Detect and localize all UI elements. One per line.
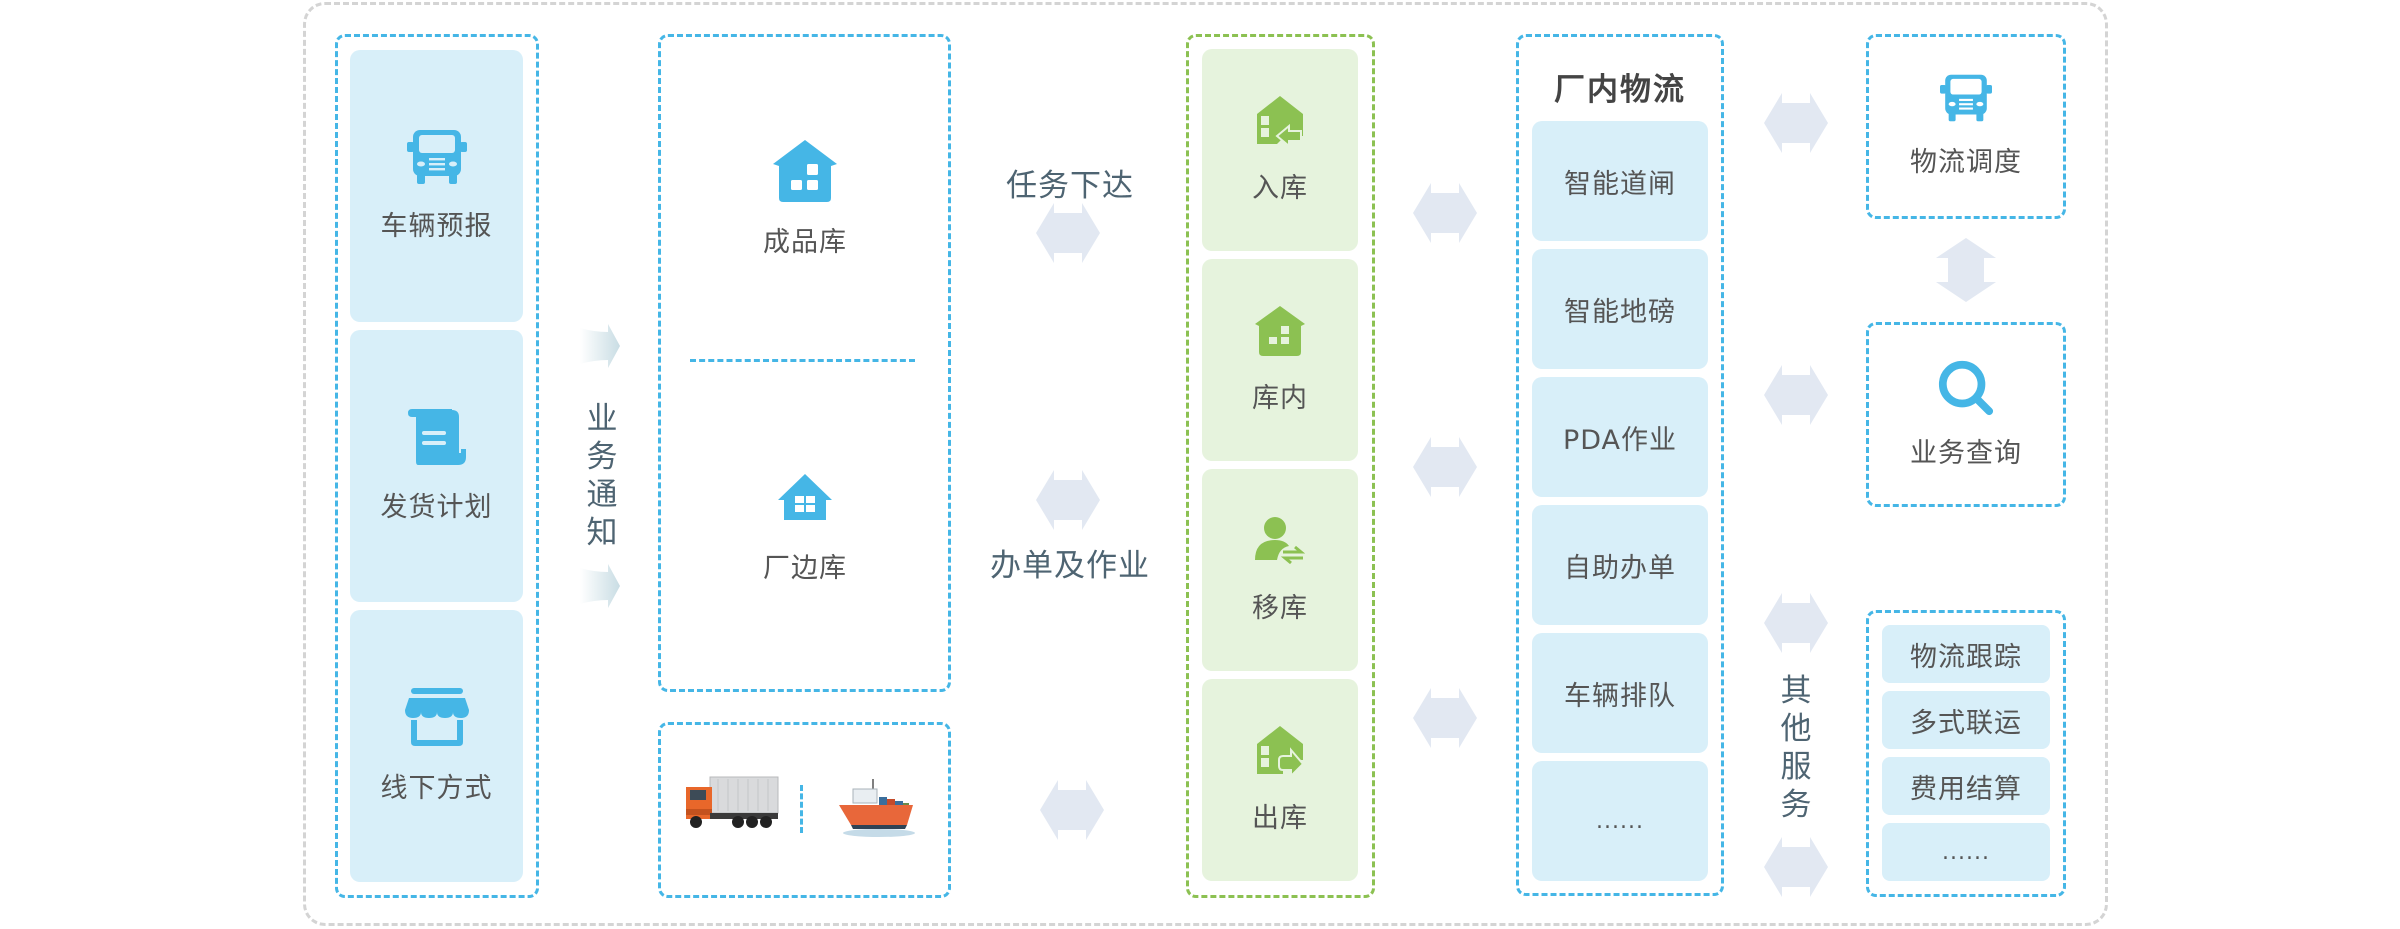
house-icon [1255, 306, 1305, 356]
warehouses-group [658, 34, 951, 692]
inplant-card[interactable]: ...... [1532, 761, 1708, 881]
double-arrow-icon [1764, 593, 1828, 653]
task-issue-label: 任务下达 [1006, 168, 1134, 204]
source-label: 车辆预报 [380, 210, 493, 242]
warehouse-label: 成品库 [763, 227, 847, 258]
services-group [1866, 610, 2066, 897]
inplant-card[interactable]: 智能地磅 [1532, 249, 1708, 369]
op-card-outbound[interactable]: 出库 [1202, 679, 1358, 881]
label-char: 通 [586, 477, 618, 513]
transport-group [658, 722, 951, 898]
inbound-house-icon [1255, 96, 1305, 146]
op-label: 入库 [1252, 172, 1308, 204]
service-label: ...... [1942, 839, 1990, 865]
inplant-logistics-title: 厂内物流 [1554, 72, 1686, 108]
sources-group [335, 34, 539, 898]
query-label: 业务查询 [1910, 438, 2022, 469]
double-arrow-icon [1764, 837, 1828, 897]
inplant-card-label: 智能地磅 [1564, 296, 1676, 328]
source-card-shipping-plan[interactable]: 发货计划 [350, 330, 523, 602]
order-operations-label: 办单及作业 [990, 548, 1150, 584]
double-arrow-icon [1036, 203, 1100, 263]
label-char: 务 [586, 439, 618, 475]
double-arrow-icon [1764, 93, 1828, 153]
inplant-card[interactable]: 自助办单 [1532, 505, 1708, 625]
op-label: 出库 [1252, 802, 1308, 834]
inplant-card[interactable]: 车辆排队 [1532, 633, 1708, 753]
label-char: 服 [1780, 749, 1812, 785]
source-card-vehicle-forecast[interactable]: 车辆预报 [350, 50, 523, 322]
warehouse-plant-side[interactable]: 厂边库 [670, 474, 940, 585]
service-card[interactable]: 费用结算 [1882, 757, 2050, 815]
op-label: 库内 [1252, 382, 1308, 414]
source-label: 线下方式 [380, 772, 493, 804]
inplant-card[interactable]: 智能道闸 [1532, 121, 1708, 241]
user-transfer-icon [1255, 516, 1305, 566]
double-arrow-icon [1764, 365, 1828, 425]
search-icon [1937, 359, 1995, 417]
double-arrow-icon [1413, 183, 1477, 243]
warehouse-ops-group [1186, 34, 1375, 898]
warehouse-house-icon [773, 140, 837, 202]
small-house-icon [778, 474, 832, 520]
label-char: 其 [1780, 673, 1812, 709]
service-card[interactable]: 物流跟踪 [1882, 625, 2050, 683]
service-label: 物流跟踪 [1910, 641, 2022, 673]
label-char: 业 [586, 401, 618, 437]
service-label: 费用结算 [1910, 773, 2022, 805]
service-label: 多式联运 [1910, 707, 2022, 739]
warehouse-label: 厂边库 [763, 553, 847, 584]
op-card-transfer[interactable]: 移库 [1202, 469, 1358, 671]
transport-divider [800, 785, 803, 833]
cargo-truck-image [686, 776, 779, 828]
inplant-card-label: PDA作业 [1562, 424, 1678, 456]
double-arrow-icon [1413, 437, 1477, 497]
storefront-icon [405, 688, 469, 746]
inplant-card-label: 车辆排队 [1564, 680, 1676, 712]
label-char: 他 [1780, 711, 1812, 747]
op-card-inbound[interactable]: 入库 [1202, 49, 1358, 251]
warehouse-finished-goods[interactable]: 成品库 [670, 140, 940, 259]
double-arrow-icon [1040, 780, 1104, 840]
label-char: 知 [586, 515, 618, 551]
op-label: 移库 [1252, 592, 1308, 624]
right-arrow-icon [580, 564, 620, 608]
inplant-logistics-group [1516, 34, 1724, 896]
source-card-offline[interactable]: 线下方式 [350, 610, 523, 882]
inplant-card[interactable]: PDA作业 [1532, 377, 1708, 497]
inplant-card-label: ...... [1596, 808, 1644, 834]
vertical-double-arrow-icon [1936, 238, 1996, 302]
dispatch-box[interactable]: 物流调度 [1866, 34, 2066, 219]
truck-icon [407, 130, 467, 184]
service-card[interactable]: 多式联运 [1882, 691, 2050, 749]
double-arrow-icon [1036, 470, 1100, 530]
dispatch-label: 物流调度 [1910, 147, 2022, 178]
query-box[interactable]: 业务查询 [1866, 322, 2066, 507]
label-char: 务 [1780, 787, 1812, 823]
warehouse-divider [690, 359, 915, 362]
container-ship-image [835, 775, 915, 845]
inplant-card-label: 自助办单 [1564, 552, 1676, 584]
right-arrow-icon [580, 324, 620, 368]
diagram-frame [303, 2, 2108, 926]
scroll-document-icon [408, 409, 466, 465]
inplant-card-label: 智能道闸 [1564, 168, 1676, 200]
service-card[interactable]: ...... [1882, 823, 2050, 881]
truck-icon [1940, 74, 1992, 122]
other-services-label: 其 他 服 务 [1776, 672, 1816, 824]
op-card-in-warehouse[interactable]: 库内 [1202, 259, 1358, 461]
double-arrow-icon [1413, 688, 1477, 748]
source-label: 发货计划 [380, 491, 493, 523]
business-notice-label: 业 务 通 知 [582, 400, 622, 552]
outbound-house-icon [1255, 726, 1305, 776]
